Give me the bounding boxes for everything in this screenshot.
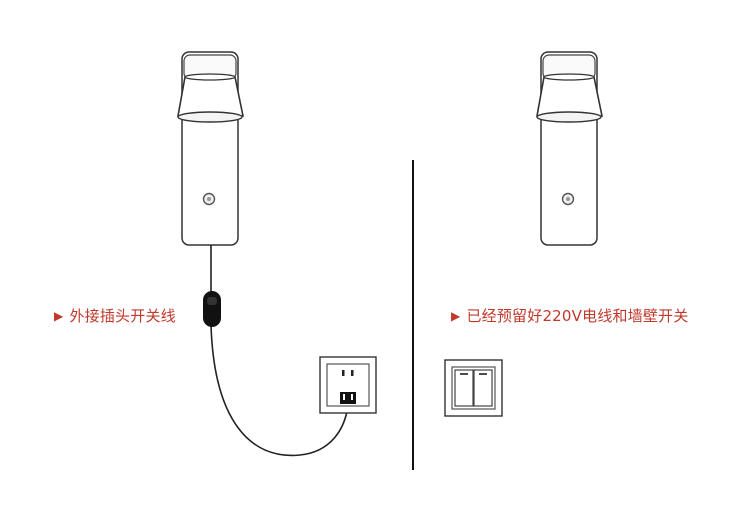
right-lamp-shade — [536, 76, 603, 117]
triangle-marker-icon: ▶ — [451, 309, 461, 323]
wall-switch-icon — [444, 359, 503, 417]
caption-plug-cord: ▶ 外接插头开关线 — [54, 307, 176, 325]
inline-switch-icon — [203, 291, 221, 327]
caption-wall-switch: ▶ 已经预留好220V电线和墙壁开关 — [451, 307, 689, 325]
cord-lower — [210, 324, 349, 457]
caption-wall-switch-text: 已经预留好220V电线和墙壁开关 — [466, 307, 689, 325]
triangle-marker-icon: ▶ — [54, 309, 64, 323]
left-wall-lamp — [177, 51, 244, 246]
right-lamp-shade-rim — [536, 111, 602, 123]
right-wall-lamp — [536, 51, 603, 246]
switch-rocker-left — [454, 369, 474, 407]
left-power-cord — [210, 245, 349, 457]
switch-rocker-right — [473, 369, 493, 407]
wall-outlet-icon — [319, 356, 377, 414]
left-lamp-shade-rim — [177, 111, 243, 123]
caption-plug-cord-text: 外接插头开关线 — [69, 307, 176, 325]
left-lamp-shade — [177, 76, 244, 117]
